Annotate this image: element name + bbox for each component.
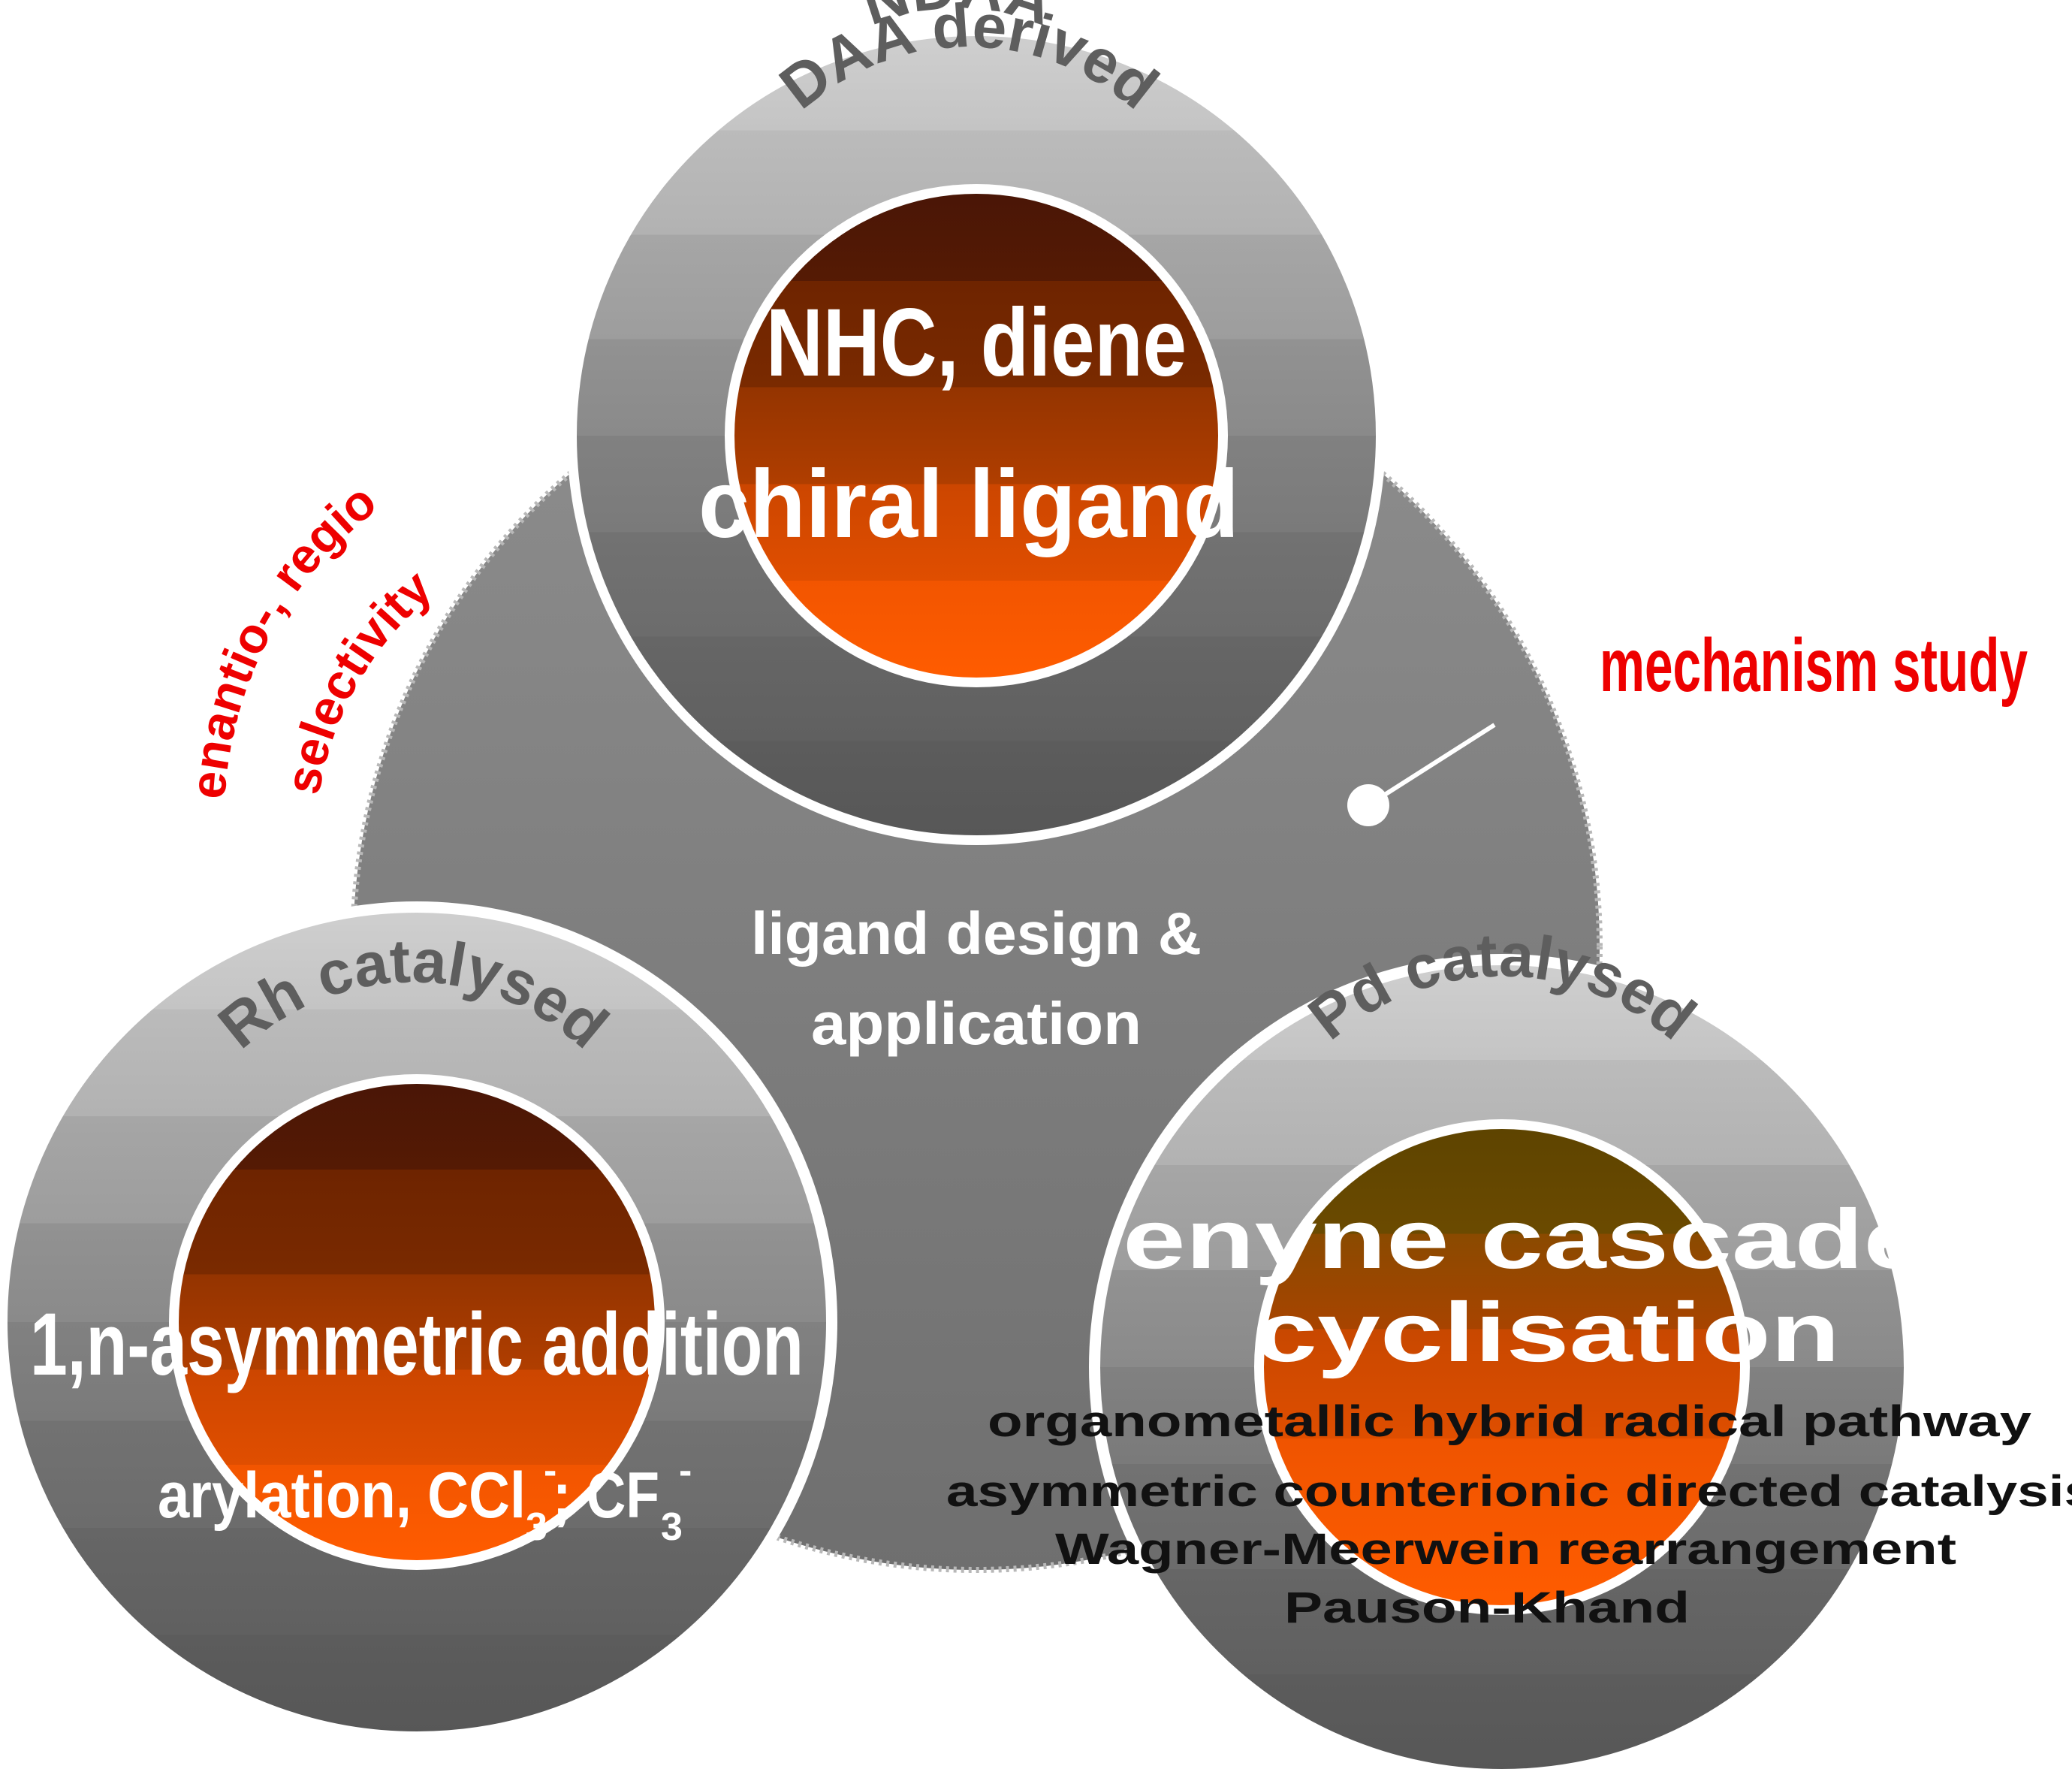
right-core-line-2: cyclisation [1254, 1285, 1840, 1379]
right-detail-2: asymmetric counterionic directed catalys… [946, 1467, 2072, 1516]
top-core-line-1: NHC, diene [766, 289, 1187, 397]
right-detail-1: organometallic hybrid radical pathway [988, 1397, 2031, 1446]
center-line-1: ligand design & [751, 900, 1202, 967]
left-circle [0, 901, 837, 1743]
left-core-line-2-mid: ; CF [553, 1460, 659, 1532]
right-detail-3: Wagner-Meerwein rearrangement [1055, 1525, 1956, 1574]
right-core-line-1: enyne cascade [1123, 1192, 1926, 1286]
left-core-line-2-sup2: - [679, 1449, 692, 1493]
right-detail-4: Pauson-Khand [1284, 1583, 1690, 1632]
top-circle [567, 26, 1386, 845]
left-core-line-2-sup1: - [544, 1449, 556, 1493]
mechanism-connector [1347, 723, 1496, 826]
left-core-line-1: 1,n-asymmetric addition [30, 1295, 804, 1394]
top-core-line-2: chiral ligand [698, 451, 1239, 558]
left-core-line-2-sub2: 3 [661, 1505, 683, 1549]
left-core-line-2-sub1: 3 [526, 1505, 547, 1549]
left-core-line-2: arylation, CCl 3 - ; CF 3 - [158, 1449, 692, 1549]
mechanism-study-label: mechanism study [1600, 623, 2028, 708]
left-core-line-2-prefix: arylation, CCl [158, 1460, 526, 1532]
center-line-2: application [811, 990, 1142, 1057]
right-circle [1089, 954, 1915, 1775]
